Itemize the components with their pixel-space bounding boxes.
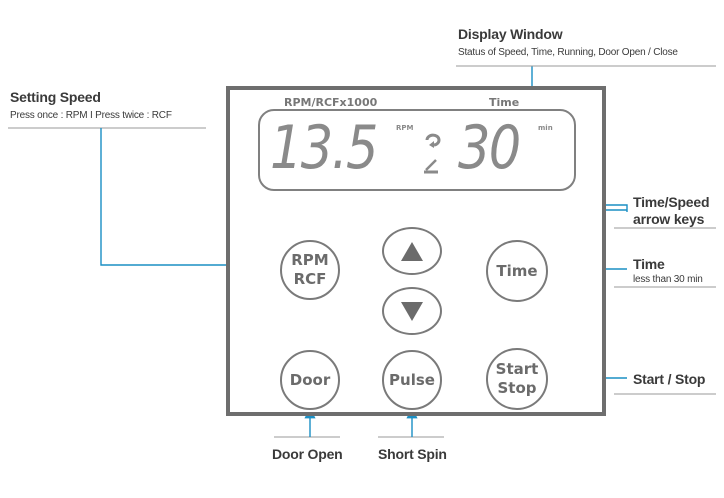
setting-speed-desc: Press once : RPM I Press twice : RCF (10, 110, 172, 121)
up-arrow-icon (401, 242, 423, 261)
rpm-rcf-button-label: RPM RCF (291, 251, 329, 288)
start-stop-button-label: Start Stop (495, 360, 539, 397)
time-callout-title: Time (633, 256, 665, 272)
display-window-desc: Status of Speed, Time, Running, Door Ope… (458, 47, 678, 58)
rpm-rcf-button[interactable]: RPM RCF (280, 240, 340, 300)
down-arrow-button[interactable] (382, 287, 442, 335)
time-unit: min (538, 124, 553, 132)
start-stop-button[interactable]: Start Stop (486, 348, 548, 410)
display-window (258, 109, 576, 191)
pulse-button[interactable]: Pulse (382, 350, 442, 410)
speed-readout: 13.5 (270, 113, 378, 183)
door-open-indicator-icon (424, 159, 438, 174)
time-readout: 30 (458, 113, 521, 183)
start-stop-callout-title: Start / Stop (633, 371, 706, 387)
time-callout-desc: less than 30 min (633, 274, 703, 285)
setting-speed-line (100, 128, 283, 271)
door-button-label: Door (289, 370, 331, 389)
display-window-title: Display Window (458, 26, 563, 42)
arrow-keys-title-1: Time/Speed (633, 194, 710, 210)
door-button[interactable]: Door (280, 350, 340, 410)
down-arrow-icon (401, 302, 423, 321)
up-arrow-button[interactable] (382, 227, 442, 275)
short-spin-callout-title: Short Spin (378, 446, 447, 462)
pulse-button-label: Pulse (389, 370, 435, 389)
rotation-icon (425, 133, 441, 148)
speed-header-label: RPM/RCFx1000 (284, 96, 378, 109)
arrow-keys-title-2: arrow keys (633, 211, 705, 227)
door-open-callout-title: Door Open (272, 446, 343, 462)
time-header-label: Time (489, 96, 520, 109)
setting-speed-title: Setting Speed (10, 89, 101, 105)
time-button-label: Time (496, 261, 538, 280)
speed-unit: RPM (396, 124, 414, 132)
time-button[interactable]: Time (486, 240, 548, 302)
